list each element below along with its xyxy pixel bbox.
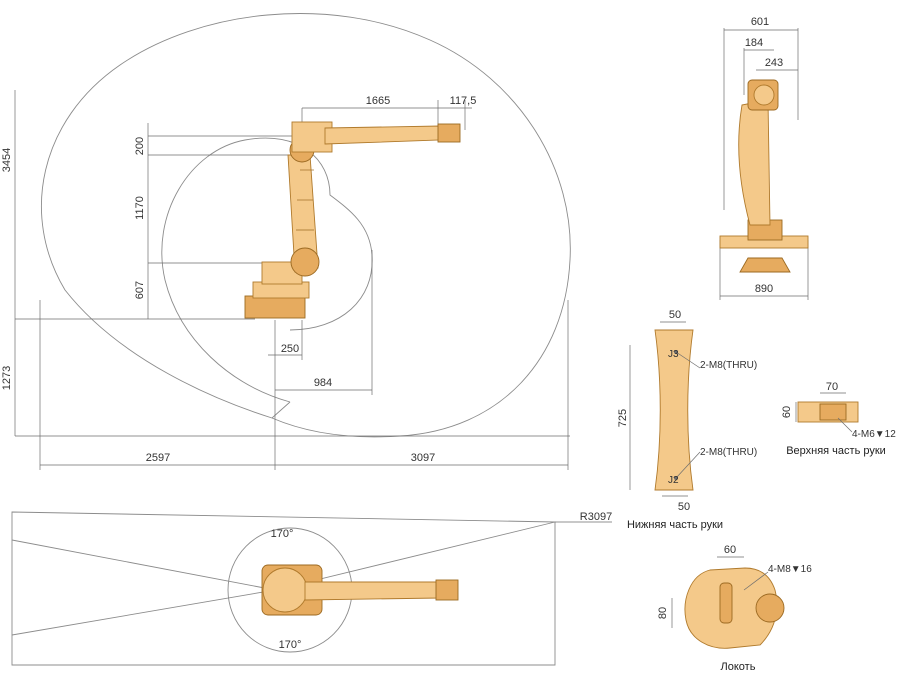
- top-limit-line-2: [11, 589, 276, 636]
- label-j2: J2: [668, 475, 679, 486]
- top-arm: [304, 581, 441, 601]
- hole-bottom-icon: [674, 476, 678, 480]
- rear-base: [739, 257, 791, 273]
- angle-bottom: 170°: [279, 639, 302, 651]
- upper-arm-dim-width: 70: [826, 381, 838, 393]
- dim-1170: 1170: [134, 196, 146, 220]
- dim-1273: 1273: [1, 366, 13, 390]
- dim-200: 200: [134, 137, 146, 155]
- dim-601: 601: [751, 16, 769, 28]
- upper-arm-detail: 70 60 4-M6▼12 Верхняя часть руки: [781, 381, 896, 457]
- rear-lower-arm: [738, 99, 771, 226]
- robot-side: [244, 121, 461, 319]
- dim-184: 184: [745, 37, 763, 49]
- robot-top: [261, 564, 459, 616]
- dim-1665: 1665: [366, 95, 390, 107]
- elbow-slot: [719, 582, 733, 624]
- top-wrist: [435, 579, 459, 601]
- leader-bottom: [675, 451, 701, 479]
- lower-arm-part: [654, 329, 694, 491]
- dim-607: 607: [134, 281, 146, 299]
- lower-arm-dim-bottom: 50: [678, 501, 690, 513]
- upper-arm-boss: [819, 403, 847, 421]
- elbow-caption: Локоть: [721, 661, 756, 673]
- dim-250: 250: [281, 343, 299, 355]
- angle-top: 170°: [271, 528, 294, 540]
- top-view: R3097 170° 170°: [11, 511, 612, 666]
- dim-890: 890: [755, 283, 773, 295]
- elbow-detail: 60 80 4-M8▼16 Локоть: [657, 544, 812, 673]
- upper-arm-caption: Верхняя часть руки: [786, 445, 886, 457]
- lower-arm-caption: Нижняя часть руки: [627, 519, 723, 531]
- lower-arm-callout-top: 2-M8(THRU): [700, 360, 757, 371]
- lower-arm-callout-bottom: 2-M8(THRU): [700, 447, 757, 458]
- lower-arm-dim-height: 725: [617, 409, 629, 427]
- elbow-dim-width: 60: [724, 544, 736, 556]
- upper-arm-callout: 4-M6▼12: [852, 429, 896, 440]
- dim-3097: 3097: [411, 452, 435, 464]
- robot-wrist: [437, 123, 461, 143]
- robot-rear: [719, 79, 809, 273]
- leader-top: [675, 351, 701, 369]
- lower-arm-dim-top: 50: [669, 309, 681, 321]
- top-envelope-frame: [11, 511, 556, 666]
- dim-243: 243: [765, 57, 783, 69]
- side-view: 1665 117,5 200 1170 607 3454 1273 250 98…: [1, 13, 571, 470]
- rear-view: 601 184 243 890: [719, 16, 809, 300]
- elbow-flange: [755, 593, 785, 623]
- elbow-callout: 4-M8▼16: [768, 564, 812, 575]
- dim-3454: 3454: [1, 148, 13, 172]
- top-limit-line-1: [11, 539, 276, 591]
- hole-top-icon: [674, 350, 678, 354]
- elbow-leader: [743, 571, 769, 591]
- upper-arm-dim-height: 60: [781, 406, 793, 418]
- lower-arm-detail: 50 50 725 2-M8(THRU) 2-M8(THRU) J3 J2 Ни…: [617, 309, 757, 531]
- robot-base: [244, 295, 306, 319]
- top-turntable: [262, 567, 308, 613]
- working-envelope-outer: [40, 13, 571, 438]
- robot-upper-arm: [324, 125, 441, 145]
- radius-label: R3097: [580, 511, 612, 523]
- label-j3: J3: [668, 349, 679, 360]
- rear-wrist: [753, 84, 775, 106]
- robot-j2-joint: [290, 247, 320, 277]
- upper-arm-leader: [837, 417, 853, 433]
- elbow-dim-height: 80: [657, 607, 669, 619]
- dim-117-5: 117,5: [450, 95, 477, 107]
- dim-984: 984: [314, 377, 332, 389]
- dim-2597: 2597: [146, 452, 170, 464]
